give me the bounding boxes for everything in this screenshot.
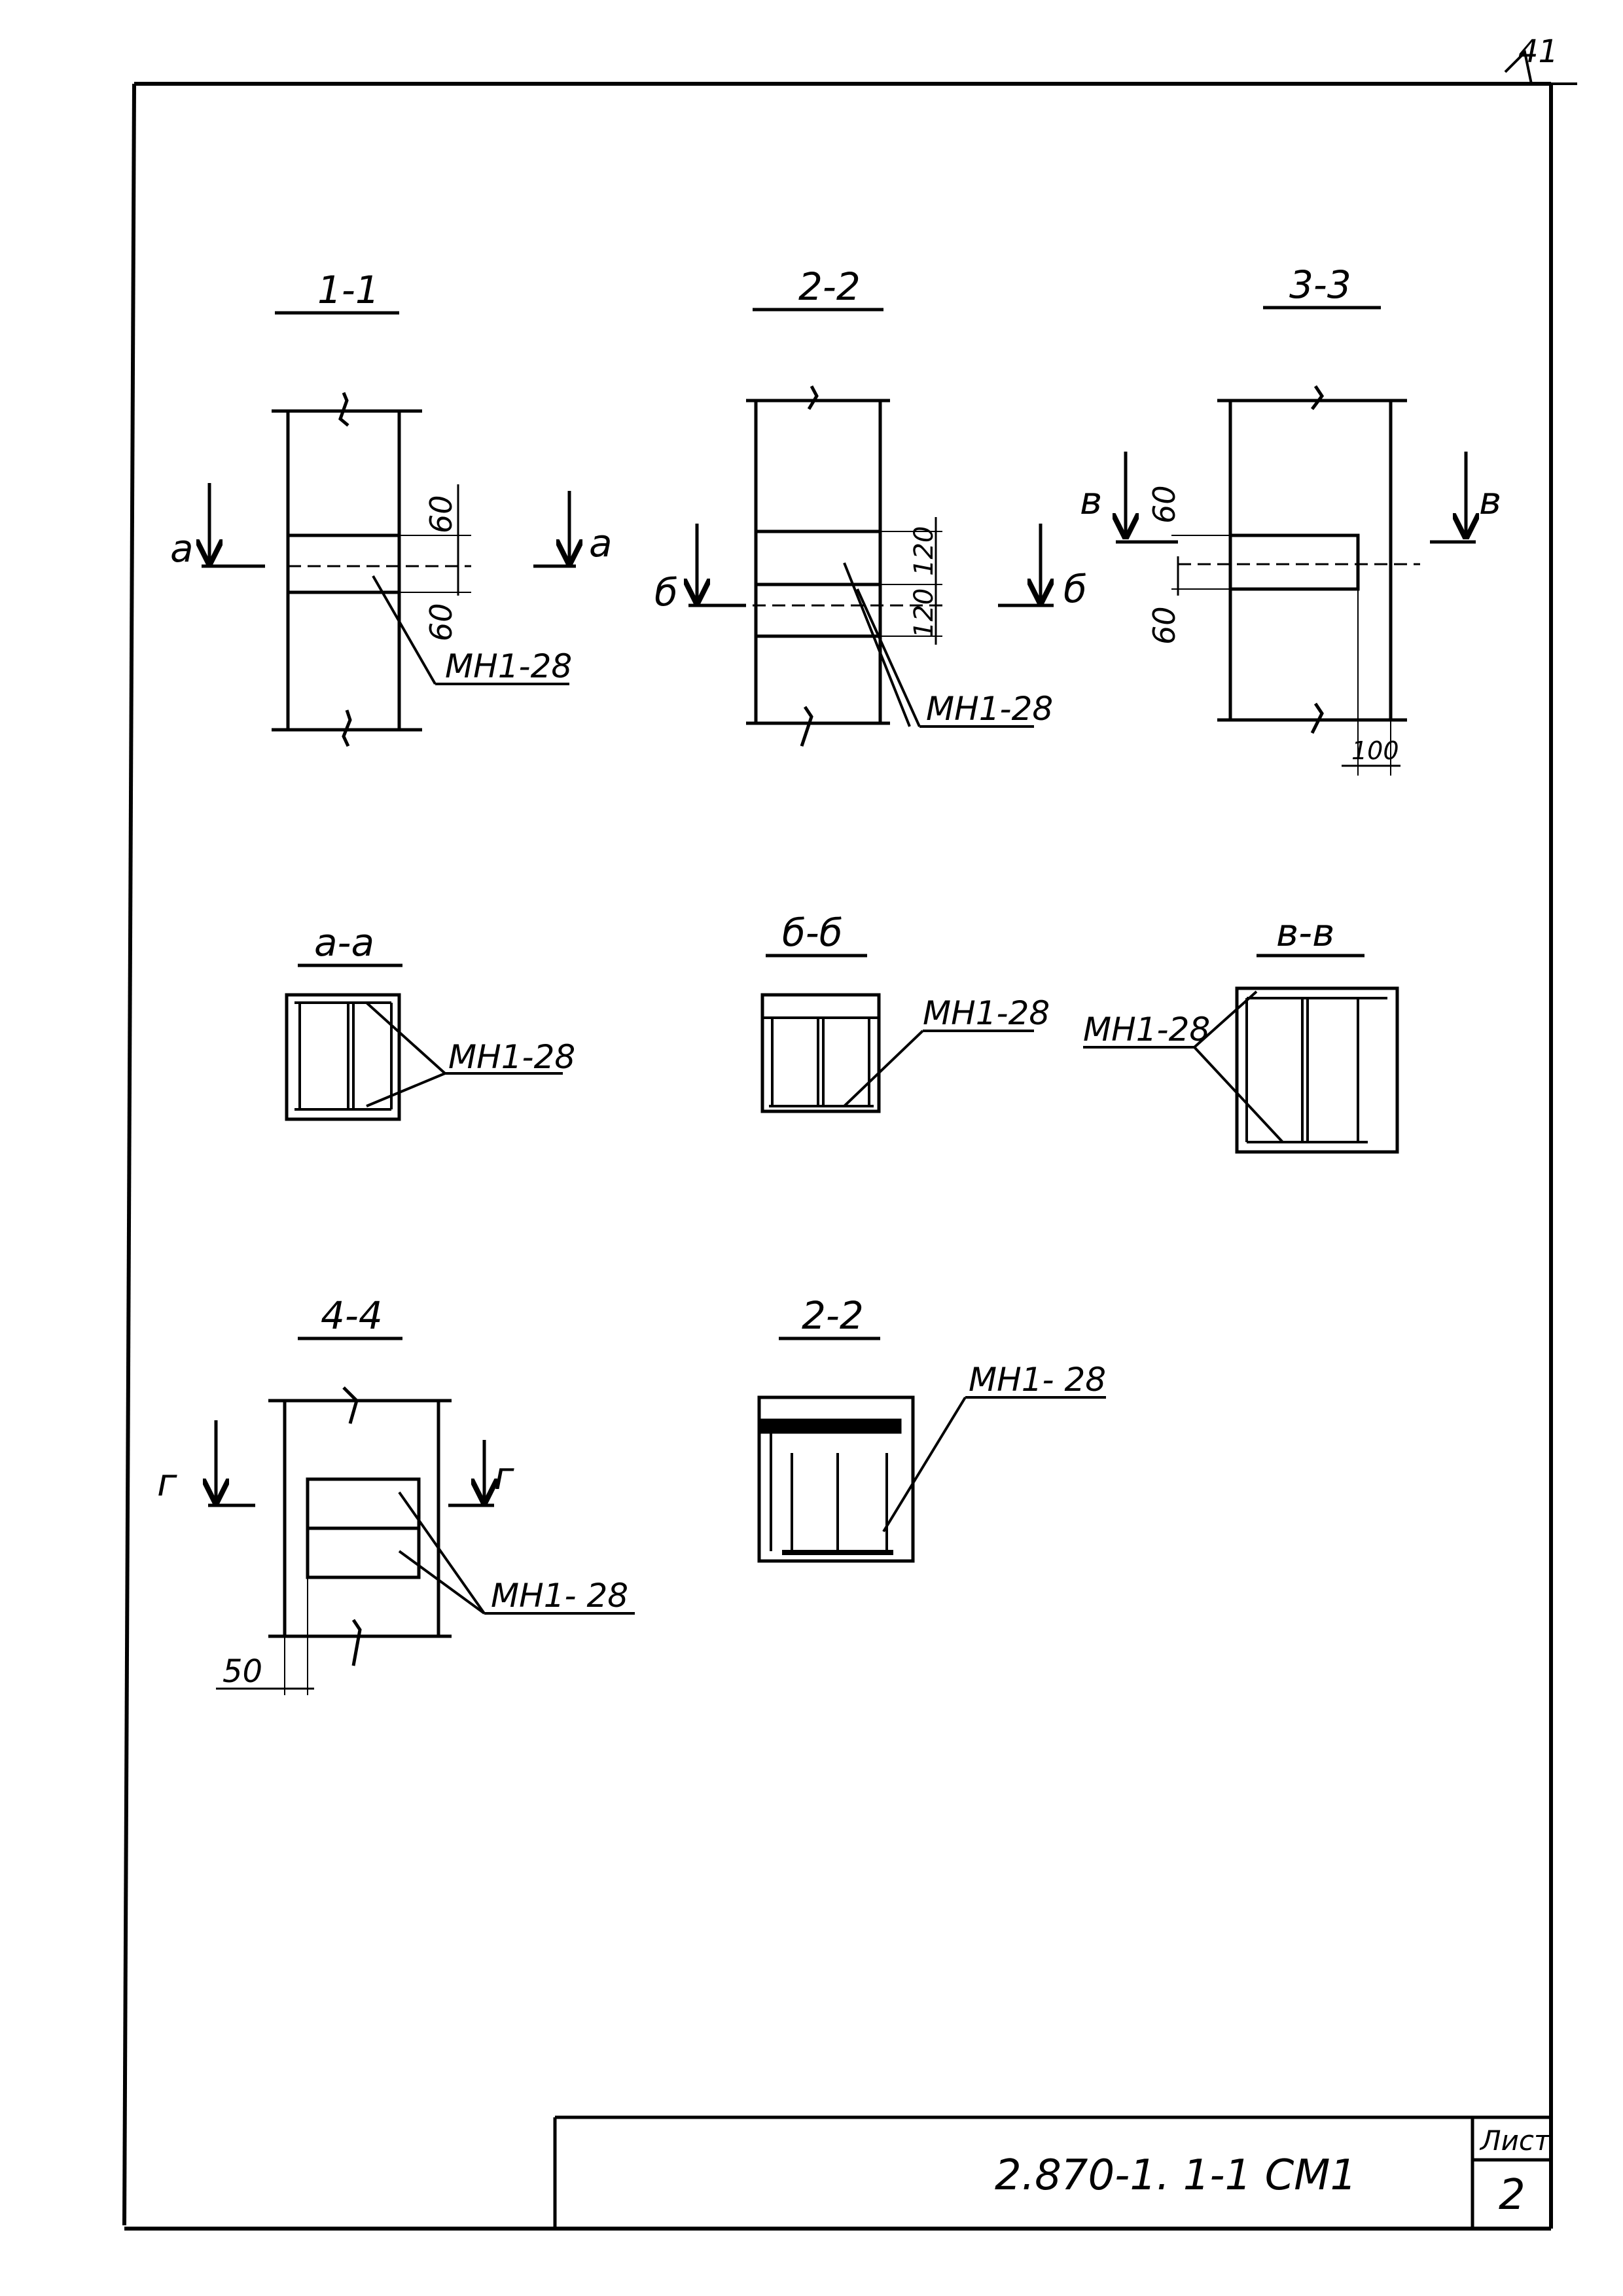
dim-120-top: 120 (909, 526, 939, 576)
dim-50-offset: 50 (223, 1653, 262, 1690)
document-code: 2.870-1. 1-1 СМ1 (995, 2151, 1357, 2200)
dim-60-bottom-s33: 60 (1147, 606, 1182, 645)
section-2-2-lower: 2-2 (757, 1293, 1106, 1563)
callout-mn1-28-aa: МН1-28 (448, 1038, 575, 1076)
callout-mn1-28-s22b: МН1- 28 (969, 1361, 1106, 1399)
title-block (553, 2115, 1551, 2229)
section-3-3: 3-3 (1116, 262, 1476, 776)
section-2-2: 2-2 (688, 264, 1054, 747)
cut-label-a-right: а (589, 521, 613, 565)
dim-60-top-s33: 60 (1147, 485, 1182, 524)
section-b-b-title: б-б (782, 910, 842, 955)
section-a-a-title: а-а (314, 920, 374, 965)
cut-label-a-left: а (170, 526, 194, 571)
callout-mn1-28-bb: МН1-28 (923, 994, 1050, 1032)
dim-60-bottom: 60 (423, 603, 459, 641)
cut-label-b-left: б (654, 570, 678, 615)
cut-label-g-left: г (157, 1460, 177, 1505)
section-v-v: в-в (1083, 910, 1399, 1154)
callout-mn1-28: МН1-28 (445, 647, 572, 685)
section-2-2-lower-title: 2-2 (802, 1293, 864, 1338)
sheet-label: Лист (1479, 2125, 1551, 2157)
sheet-number: 2 (1499, 2171, 1525, 2219)
section-a-a: а-а (285, 920, 563, 1121)
dim-120-bottom: 120 (909, 588, 939, 638)
section-1-1-title: 1-1 (317, 268, 380, 312)
section-v-v-title: в-в (1276, 910, 1334, 955)
corner-mark: 41 (1518, 33, 1558, 70)
section-b-b: б-б (760, 910, 1034, 1113)
sheet-frame (122, 49, 1577, 2231)
cut-label-v-left: в (1080, 478, 1102, 523)
cut-label-b-right: б (1063, 567, 1087, 611)
cut-label-g-right: г (494, 1454, 514, 1498)
cut-label-v-right: в (1479, 478, 1501, 523)
section-4-4-title: 4-4 (321, 1293, 383, 1338)
callout-mn1-28-vv: МН1-28 (1083, 1011, 1210, 1049)
section-1-1: 1-1 (202, 268, 576, 747)
callout-mn1-28-s44: МН1- 28 (491, 1577, 628, 1615)
callout-mn1-28-s22: МН1-28 (926, 690, 1053, 728)
section-4-4: 4-4 (208, 1293, 635, 1695)
dim-100-width: 100 (1351, 736, 1399, 765)
dim-60-top: 60 (423, 495, 459, 533)
section-3-3-title: 3-3 (1289, 262, 1351, 307)
section-2-2-title: 2-2 (798, 264, 861, 309)
